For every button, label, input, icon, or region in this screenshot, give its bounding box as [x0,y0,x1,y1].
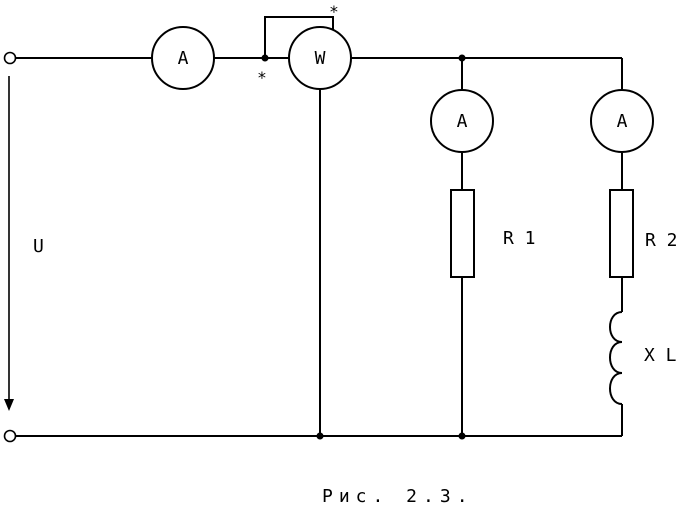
junction-voltage-lead-bottom [316,432,324,440]
xl-label: X L [644,345,677,366]
main-ammeter-symbol: A [178,48,189,69]
top-input-terminal [3,51,17,65]
wattmeter-current-coil-mark: * [257,68,267,87]
branch1-ammeter-symbol: A [457,111,468,132]
branch2-ammeter-body [590,89,654,153]
wattmeter-current-coil-loop [264,16,334,58]
junction-branch1-top [458,54,466,62]
branch-1: A R 1 [430,89,536,278]
main-ammeter: A [151,26,215,90]
inductor-xl [609,311,623,405]
junction-branch1-bottom [458,432,466,440]
r2-label: R 2 [645,230,678,251]
main-ammeter-body [151,26,215,90]
resistor-r2 [609,189,634,278]
junctions [261,54,466,440]
wattmeter-body [288,26,352,90]
r1-label: R 1 [503,228,536,249]
branch-2: A R 2 X L [590,89,678,405]
input-terminals [3,51,17,443]
figure-caption: Рис. 2.3. [322,486,474,507]
wattmeter-symbol: W [315,48,326,69]
bottom-input-terminal [3,429,17,443]
wattmeter-voltage-coil-mark: * [329,2,339,21]
wattmeter: W * * [257,2,352,90]
voltage-arrow: U [4,76,44,411]
junction-wattmeter-input [261,54,269,62]
voltage-label: U [33,236,44,257]
resistor-r1 [450,189,475,278]
branch2-ammeter-symbol: A [617,111,628,132]
branch1-ammeter-body [430,89,494,153]
voltage-arrow-head [4,399,14,411]
